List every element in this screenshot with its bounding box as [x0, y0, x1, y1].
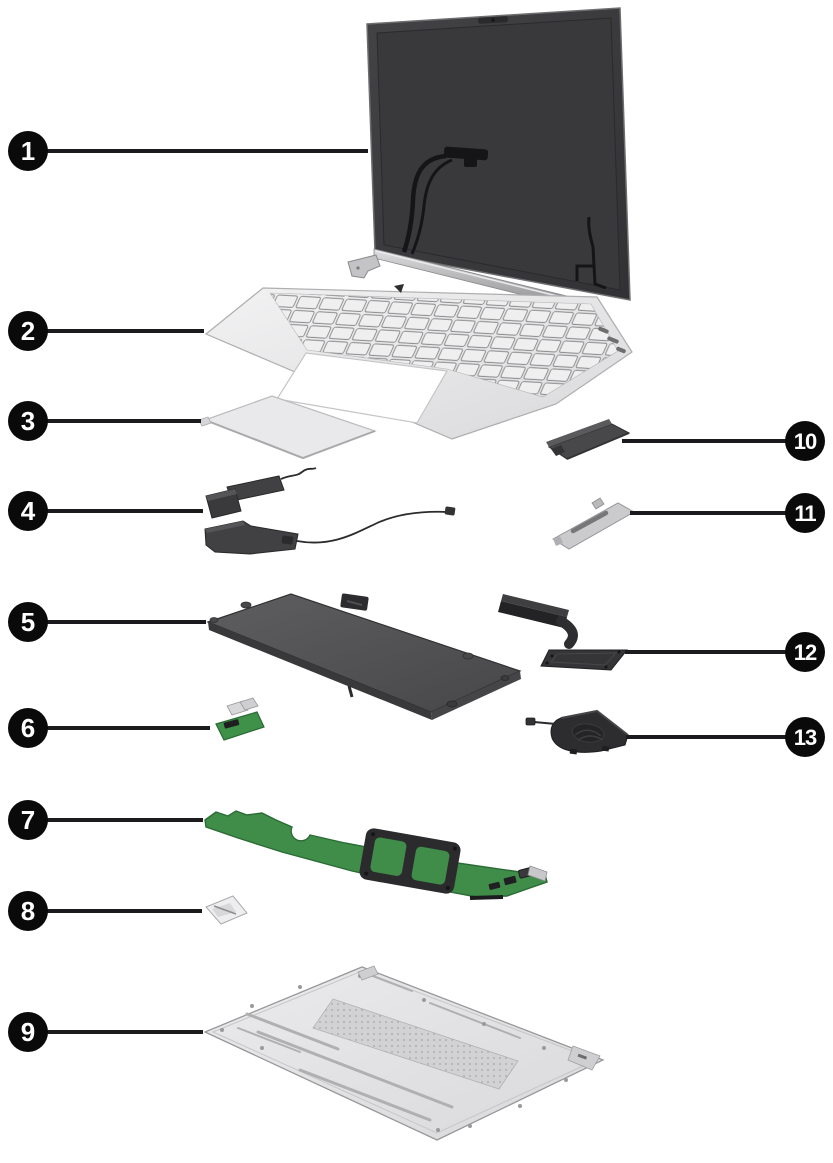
callout-13: 13 [626, 717, 825, 757]
display-assembly-illustration [347, 7, 631, 323]
battery-connector [340, 593, 369, 611]
speaker-cable-connector [444, 506, 456, 516]
callout-number-6: 6 [21, 713, 35, 743]
callout-number-11: 11 [794, 501, 816, 526]
callout-5: 5 [8, 602, 206, 642]
hinge-recess-details [357, 965, 601, 1071]
side-ports [598, 326, 626, 354]
callout-number-8: 8 [21, 896, 35, 926]
callout-badge-3 [8, 401, 48, 441]
callout-12: 12 [625, 632, 825, 672]
callout-2: 2 [8, 311, 204, 351]
heat-sink-illustration [498, 594, 629, 671]
callout-10: 10 [622, 421, 825, 461]
keyboard-top-cover-illustration [204, 284, 633, 440]
system-board-illustration [204, 810, 548, 900]
display-cables [401, 146, 607, 290]
callout-badge-11 [785, 493, 825, 533]
cpu-bracket [359, 828, 461, 894]
heat-pipe-top [501, 594, 569, 617]
touchpad-illustration [198, 395, 377, 460]
callout-11: 11 [630, 493, 825, 533]
io-board-pcb [215, 711, 265, 741]
callouts: 1 2 3 4 5 6 7 [8, 131, 825, 1052]
battery-tabs [209, 601, 510, 708]
callout-number-2: 2 [21, 316, 35, 346]
display-bezel [376, 17, 621, 291]
touchpad-tab [198, 416, 212, 427]
wlan-module-illustration [205, 895, 248, 925]
callout-4: 4 [8, 491, 203, 531]
callout-1: 1 [8, 131, 368, 171]
callout-badge-9 [8, 1012, 48, 1052]
callout-number-10: 10 [794, 429, 817, 454]
callout-number-4: 4 [21, 496, 36, 526]
board-ports [469, 865, 548, 900]
callout-number-3: 3 [21, 406, 35, 436]
speaker-right [204, 506, 456, 555]
io-board-illustration [215, 697, 265, 741]
callout-badge-12 [785, 632, 825, 672]
webcam-module [477, 16, 509, 24]
callout-number-9: 9 [21, 1017, 35, 1047]
callout-7: 7 [8, 800, 203, 840]
callout-number-7: 7 [21, 805, 35, 835]
fan-cable-connector [525, 717, 536, 726]
fan-cable [533, 721, 557, 725]
callout-badge-5 [8, 602, 48, 642]
ssd-bracket-illustration [552, 497, 636, 550]
callout-badge-7 [8, 800, 48, 840]
vent-mesh [312, 998, 519, 1090]
callout-number-5: 5 [21, 607, 35, 637]
callout-badge-13 [785, 717, 825, 757]
callout-badge-8 [8, 891, 48, 931]
keyboard-keys [269, 292, 619, 398]
speakers-illustration [204, 467, 456, 555]
fan-illustration [525, 709, 629, 755]
bottom-cover-illustration [203, 965, 605, 1141]
callout-6: 6 [8, 708, 210, 748]
touchpad-cutout [276, 352, 448, 424]
callout-number-13: 13 [794, 725, 817, 750]
callout-badge-6 [8, 708, 48, 748]
callout-badge-10 [785, 421, 825, 461]
usb-port [527, 865, 548, 882]
heat-sink-screws [545, 650, 621, 669]
heat-pipe [498, 601, 567, 628]
callout-9: 9 [8, 1012, 203, 1052]
ssd-cover-illustration [546, 419, 631, 460]
callout-8: 8 [8, 891, 202, 931]
callout-badge-2 [8, 311, 48, 351]
callout-badge-4 [8, 491, 48, 531]
callout-badge-1 [8, 131, 48, 171]
callout-number-1: 1 [21, 136, 35, 166]
power-button [394, 284, 404, 293]
cover-ribs [237, 974, 521, 1122]
display-hinge-left [347, 254, 381, 279]
battery-illustration [206, 593, 522, 720]
callout-3: 3 [8, 401, 201, 441]
callout-number-12: 12 [794, 640, 817, 665]
speaker-left [205, 467, 317, 519]
